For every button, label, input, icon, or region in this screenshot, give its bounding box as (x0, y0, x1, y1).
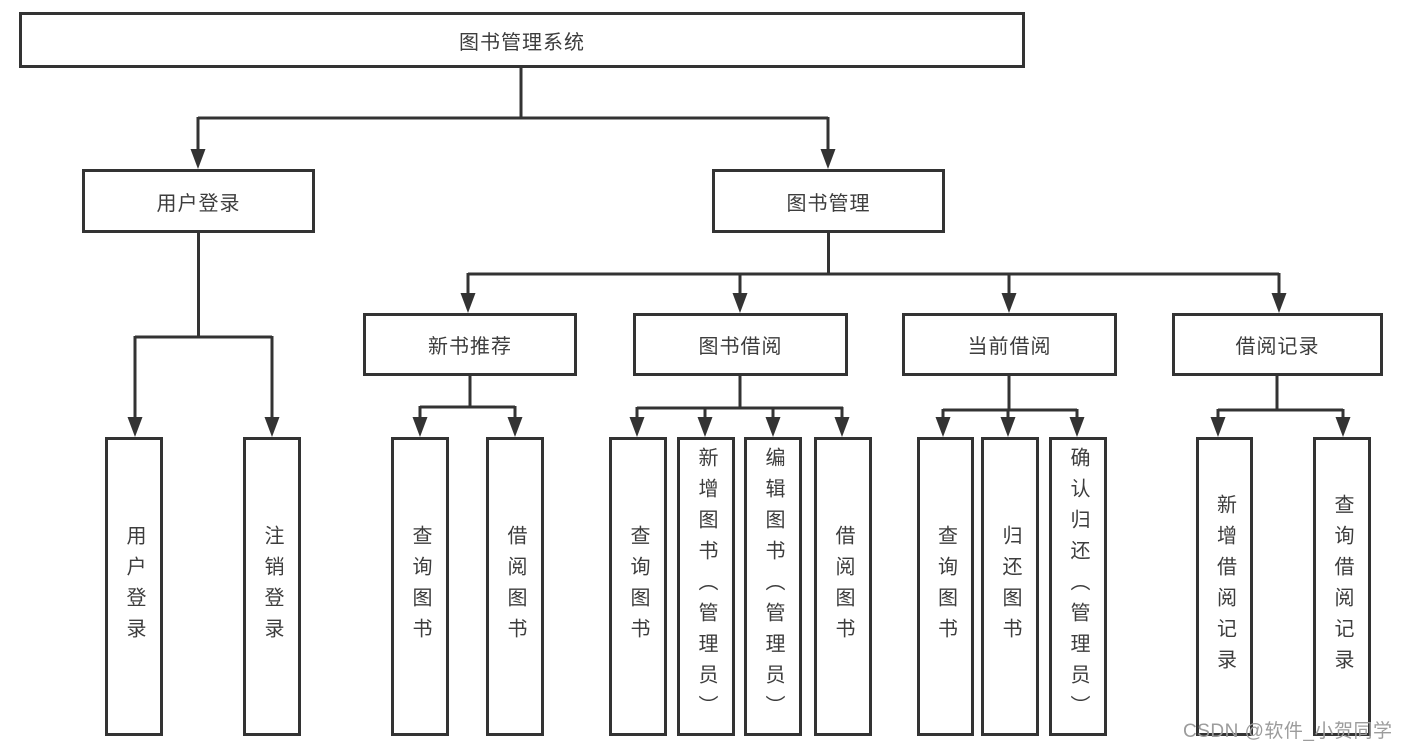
arrow-down-icon (1069, 417, 1085, 437)
arrow-down-icon (1001, 293, 1017, 313)
leaf-confirm-return-admin: 确认归还（管理员） (1049, 437, 1107, 736)
node-user-login: 用户登录 (82, 169, 315, 233)
leaf-borrow-books: 借阅图书 (814, 437, 872, 736)
arrow-down-icon (1210, 417, 1226, 437)
arrow-down-icon (765, 417, 781, 437)
node-new-book-recommend: 新书推荐 (363, 313, 577, 376)
leaf-query-books-current: 查询图书 (917, 437, 974, 736)
arrow-down-icon (732, 293, 748, 313)
leaf-borrow-books-recommend: 借阅图书 (486, 437, 544, 736)
arrow-down-icon (264, 417, 280, 437)
node-borrowing-records: 借阅记录 (1172, 313, 1383, 376)
arrow-down-icon (507, 417, 523, 437)
leaf-logout: 注销登录 (243, 437, 301, 736)
node-book-borrowing: 图书借阅 (633, 313, 848, 376)
arrow-down-icon (834, 417, 850, 437)
arrow-down-icon (697, 417, 713, 437)
arrow-down-icon (127, 417, 143, 437)
arrow-down-icon (629, 417, 645, 437)
arrow-down-icon (1335, 417, 1351, 437)
node-book-management: 图书管理 (712, 169, 945, 233)
leaf-query-books-recommend: 查询图书 (391, 437, 449, 736)
arrow-down-icon (1271, 293, 1287, 313)
leaf-edit-book-admin: 编辑图书（管理员） (744, 437, 802, 736)
leaf-query-books-borrowing: 查询图书 (609, 437, 667, 736)
csdn-watermark: CSDN @软件_小贺同学 (1183, 721, 1393, 742)
node-current-borrowing: 当前借阅 (902, 313, 1117, 376)
leaf-return-book: 归还图书 (981, 437, 1039, 736)
arrow-down-icon (1000, 417, 1016, 437)
arrow-down-icon (460, 293, 476, 313)
leaf-query-borrow-record: 查询借阅记录 (1313, 437, 1371, 736)
arrow-down-icon (820, 149, 836, 169)
tree-connector-path (133, 68, 1345, 424)
leaf-add-book-admin: 新增图书（管理员） (677, 437, 735, 736)
leaf-add-borrow-record: 新增借阅记录 (1196, 437, 1253, 736)
arrow-down-icon (190, 149, 206, 169)
arrow-down-icon (935, 417, 951, 437)
arrowheads (127, 149, 1351, 437)
node-root: 图书管理系统 (19, 12, 1025, 68)
leaf-user-login: 用户登录 (105, 437, 163, 736)
arrow-down-icon (412, 417, 428, 437)
